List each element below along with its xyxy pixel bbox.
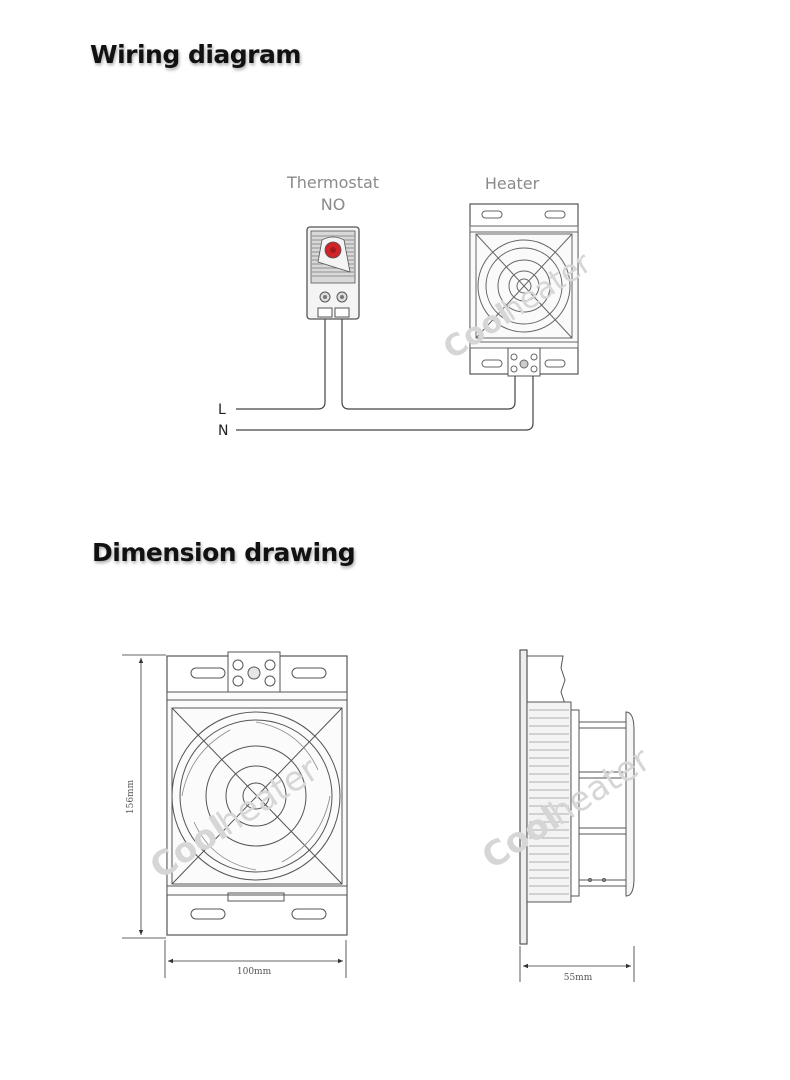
wire-thermostat-to-heater (341, 319, 516, 410)
width-dimension-label: 100mm (237, 967, 272, 977)
wire-line-l-to-thermostat (236, 319, 326, 410)
width-dimension (164, 940, 347, 978)
height-dimension (122, 654, 166, 939)
heater-front-view (166, 651, 348, 936)
line-n-label: N (218, 423, 228, 439)
heater-side-view (519, 649, 635, 945)
thermostat-label: Thermostat (286, 173, 379, 192)
line-l-label: L (218, 402, 226, 418)
heater-device (469, 203, 579, 377)
height-dimension-label: 156mm (126, 779, 136, 814)
wires (236, 319, 534, 431)
depth-dimension (519, 946, 635, 982)
thermostat-device (306, 226, 360, 320)
thermostat-mode-label: NO (321, 195, 346, 214)
wiring-diagram-heading: Wiring diagram (90, 40, 301, 69)
heater-label: Heater (485, 174, 540, 193)
depth-dimension-label: 55mm (564, 973, 593, 983)
dimension-drawing-heading: Dimension drawing (92, 538, 356, 567)
wire-line-n-to-heater (236, 376, 534, 431)
